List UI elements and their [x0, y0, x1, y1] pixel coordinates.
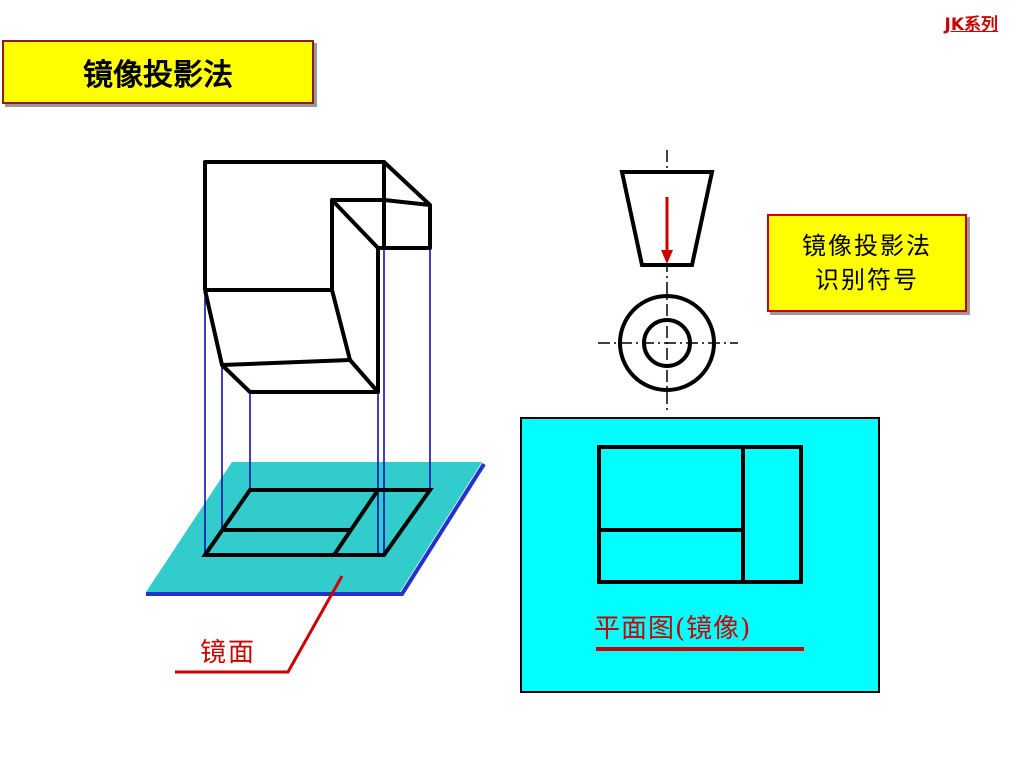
mirror-plane-edge	[146, 462, 486, 596]
plan-view-panel	[520, 417, 880, 693]
object-3d	[203, 160, 432, 394]
outer-circle	[618, 294, 716, 392]
mirror-symbol	[598, 150, 738, 410]
symbol-label-line2: 识别符号	[815, 266, 919, 294]
series-tag: JK系列	[944, 15, 999, 35]
symbol-label-line1: 镜像投影法	[802, 232, 932, 260]
inner-circle	[642, 318, 692, 368]
mirror-label-leader	[175, 575, 344, 674]
mirror-label: 镜面	[200, 638, 257, 668]
plan-caption: 平面图(镜像)	[594, 614, 752, 644]
mirror-plane	[146, 462, 482, 592]
plan-view-drawing	[596, 445, 804, 651]
slide-title: 镜像投影法	[2, 40, 314, 104]
view-arrow	[661, 197, 673, 264]
symbol-label-box: 镜像投影法 识别符号	[767, 214, 967, 312]
projection-lines	[204, 200, 431, 555]
mirror-reflection	[201, 488, 434, 557]
